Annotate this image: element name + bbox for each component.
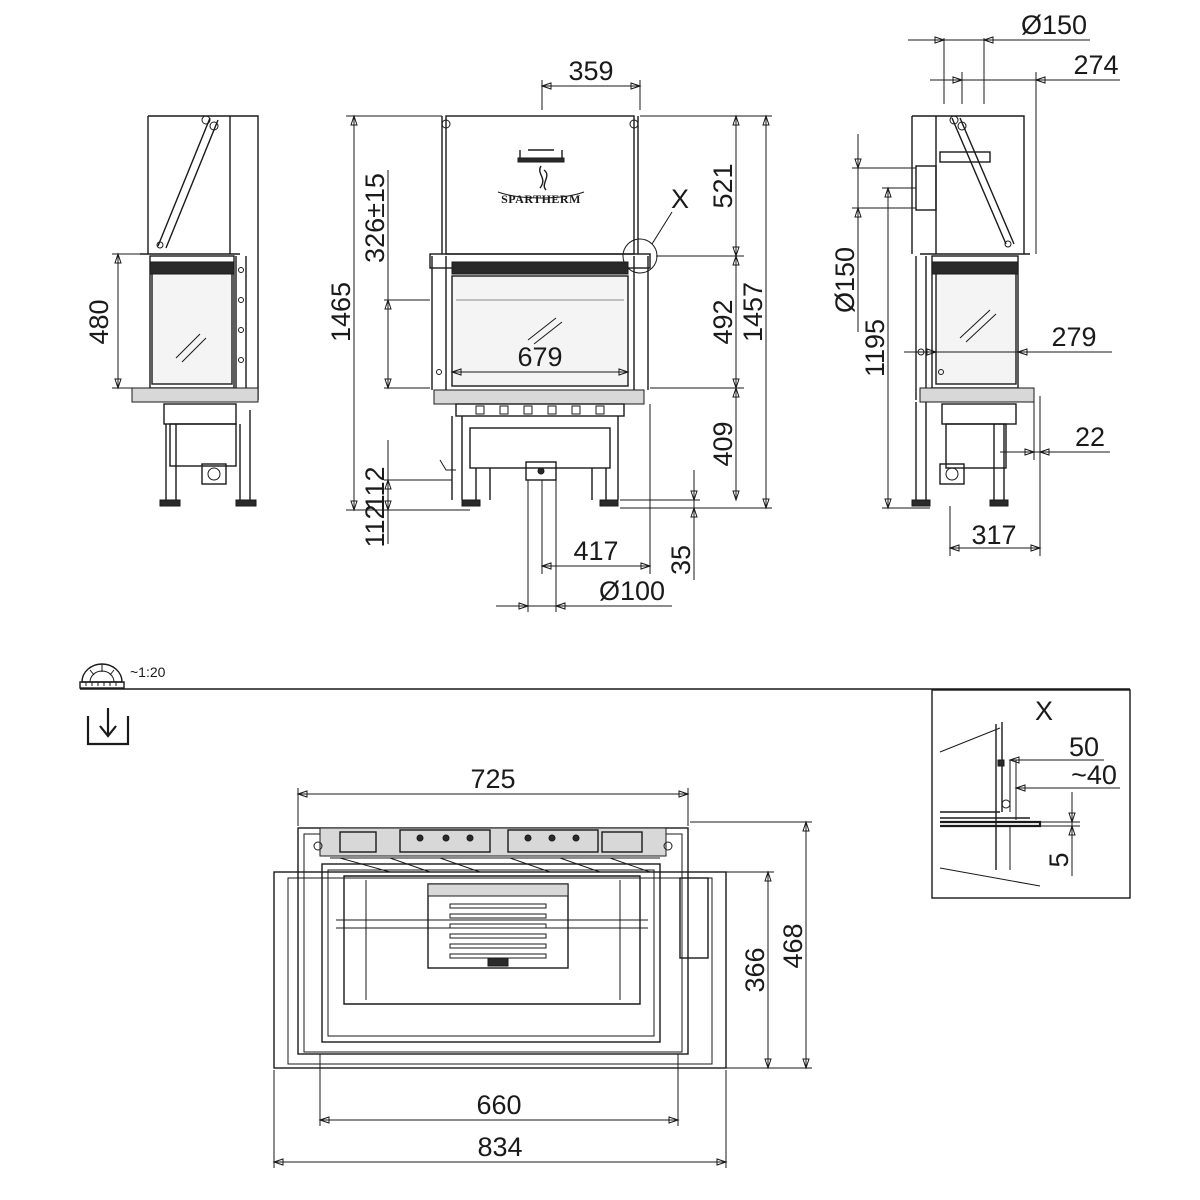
spartherm-logo: SPARTHERM: [497, 149, 585, 206]
dim-679: 679: [517, 342, 562, 372]
dim-1465: 1465: [326, 282, 356, 342]
dim-d150-top: Ø150: [1021, 10, 1087, 40]
top-view: 725 366 468 660 834: [272, 764, 812, 1168]
detail-x-marker: X: [671, 184, 689, 214]
detail-x-label: X: [1035, 696, 1053, 726]
grate-bars: [449, 903, 547, 959]
dim-725: 725: [470, 764, 515, 794]
dim-366: 366: [740, 947, 770, 992]
dim-22: 22: [1075, 422, 1105, 452]
dim-326: 326±15: [360, 173, 390, 263]
dim-112-upper: 112: [360, 466, 390, 509]
dim-409: 409: [708, 421, 738, 466]
dim-1195: 1195: [860, 319, 890, 377]
detail-x-inset: X 50 ~40 5: [931, 689, 1131, 899]
dim-279: 279: [1051, 322, 1096, 352]
dim-521: 521: [708, 163, 738, 208]
dim-492: 492: [708, 299, 738, 344]
dim-317: 317: [971, 520, 1016, 550]
dim-35: 35: [666, 545, 696, 575]
dim-d100: Ø100: [599, 576, 665, 606]
scale-label: ~1:20: [130, 664, 166, 680]
front-view: SPARTHERM X: [326, 56, 772, 612]
brand-label: SPARTHERM: [501, 192, 581, 206]
dim-1457: 1457: [738, 282, 768, 342]
dim-274: 274: [1073, 50, 1118, 80]
left-side-view: 480: [84, 115, 259, 507]
dim-480: 480: [84, 299, 114, 344]
right-side-view: Ø150 274 Ø150 1195 279 22 317: [830, 10, 1120, 556]
dim-417: 417: [573, 536, 618, 566]
dim-d150-side: Ø150: [830, 247, 860, 313]
protractor-ruler-icon: [79, 663, 125, 689]
top-view-arrow-icon: [86, 708, 130, 746]
dim-5: 5: [1044, 852, 1074, 867]
dim-468: 468: [778, 923, 808, 968]
dim-660: 660: [476, 1090, 521, 1120]
dim-50: 50: [1069, 732, 1099, 762]
dim-834: 834: [477, 1132, 522, 1162]
dim-112-lower: 112: [360, 504, 390, 547]
dim-40: ~40: [1071, 760, 1117, 790]
scale-indicator: ~1:20: [79, 663, 166, 689]
base-nozzles: [475, 405, 605, 415]
dim-359: 359: [568, 56, 613, 86]
